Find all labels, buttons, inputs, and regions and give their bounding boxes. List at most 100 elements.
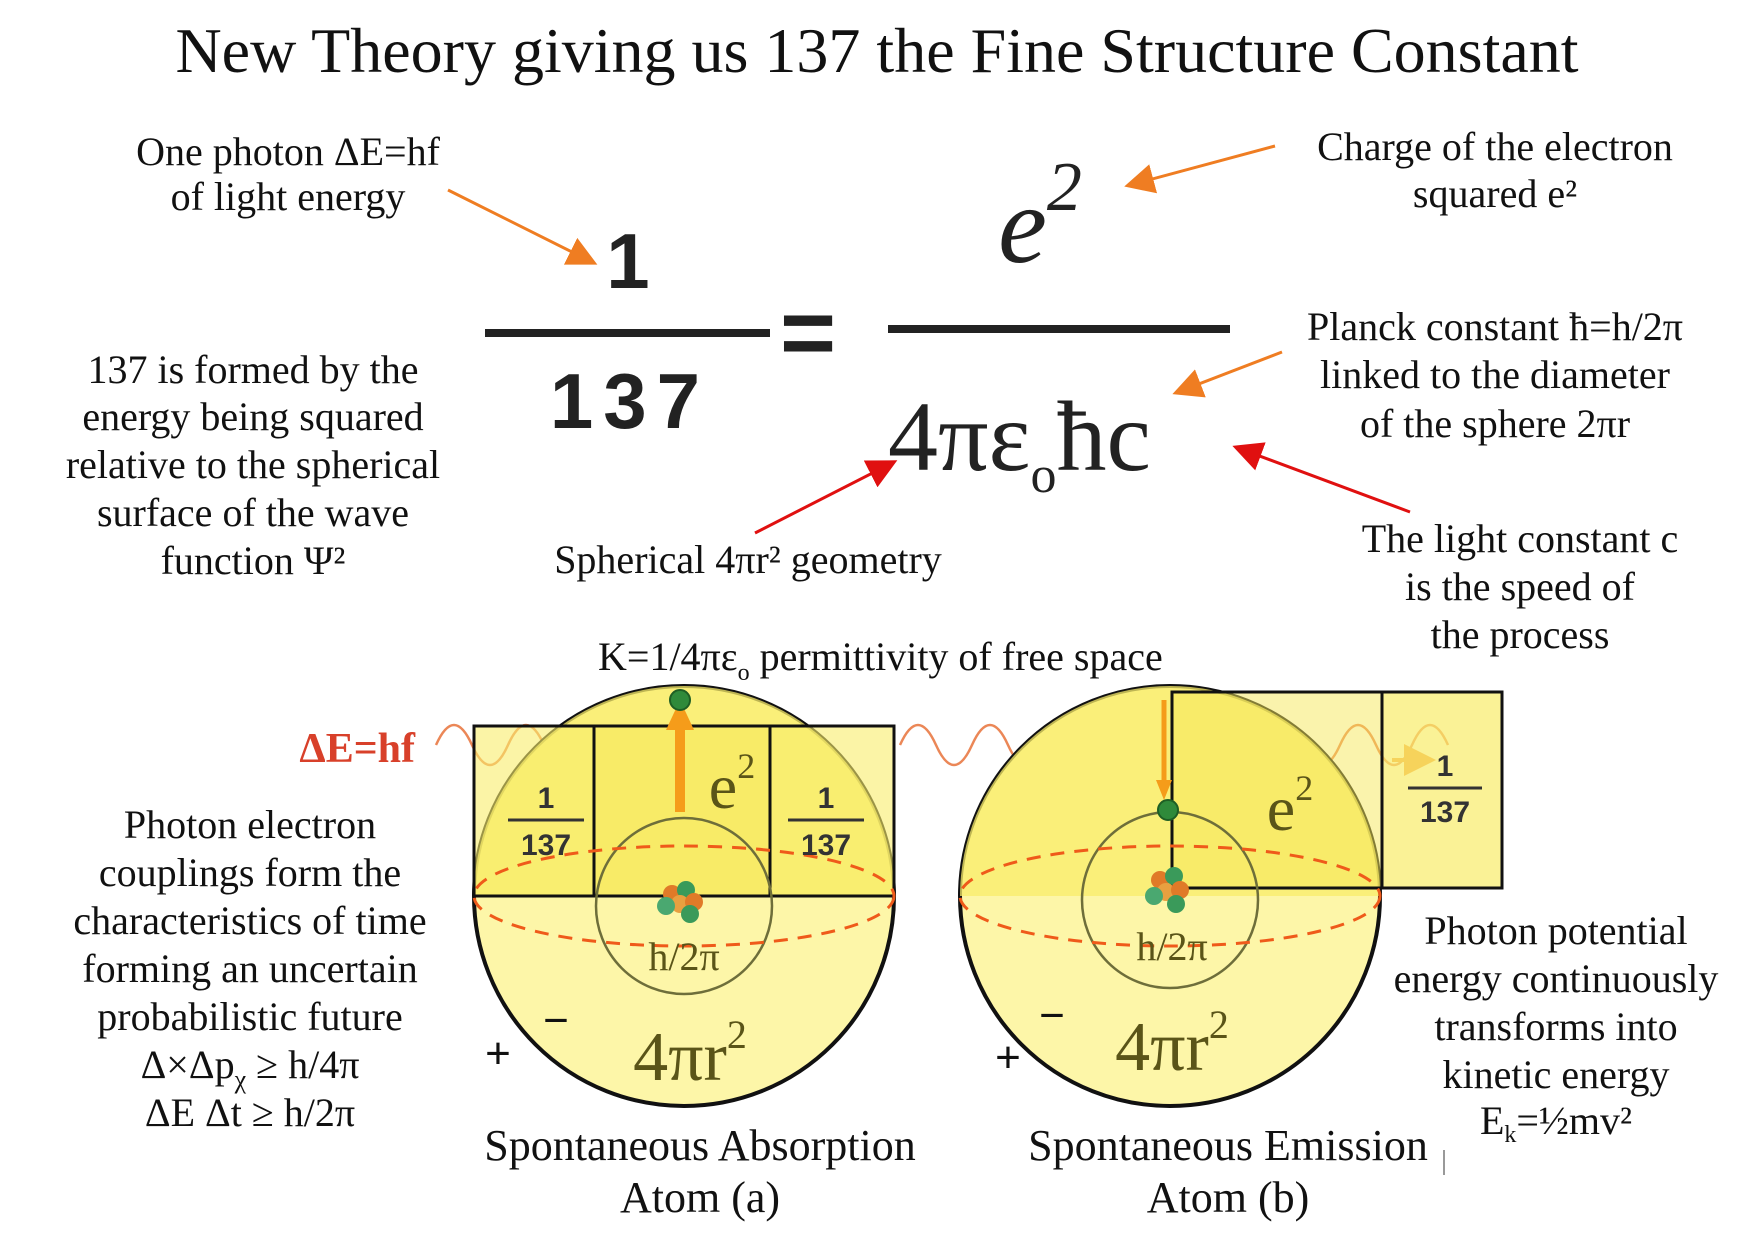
potential-line4: kinetic energy bbox=[1443, 1052, 1670, 1097]
atom-a-caption-line1: Spontaneous Absorption bbox=[484, 1121, 915, 1170]
atom-a-frac-num: 1 bbox=[538, 782, 555, 815]
uncertainty-position-sub: χ bbox=[234, 1065, 247, 1094]
planck-line1: Planck constant ħ=h/2π bbox=[1307, 304, 1683, 349]
permittivity-rest: permittivity of free space bbox=[750, 634, 1163, 679]
uncertainty-position: Δ×Δpχ ≥ h/4π bbox=[141, 1042, 360, 1094]
atom-a-plus: + bbox=[485, 1029, 511, 1078]
arrow-spherical-to-4pi bbox=[754, 460, 898, 535]
atom-a-electron-arrowhead bbox=[666, 700, 694, 730]
atom-b-box-137 bbox=[1380, 690, 1504, 890]
light-constant-line1: The light constant c bbox=[1362, 516, 1679, 561]
atom-a-caption-line2: Atom (a) bbox=[620, 1173, 780, 1222]
atom-a-h2pi: h/2π bbox=[648, 934, 719, 979]
uncertainty-position-main: Δ×Δp bbox=[141, 1042, 235, 1087]
charge-exponent: 2 bbox=[1047, 149, 1082, 226]
atom-b-equator bbox=[958, 844, 1382, 948]
delta-e-hf-label: ΔE=hf bbox=[299, 726, 416, 772]
spherical-geometry-label: Spherical 4πr² geometry bbox=[554, 537, 942, 582]
denominator-subscript: o bbox=[1030, 447, 1056, 504]
atom-a-minus: − bbox=[543, 996, 569, 1045]
photon-energy-line2: of light energy bbox=[171, 174, 406, 219]
kinetic-main: E bbox=[1480, 1098, 1504, 1143]
lhs-numerator: 1 bbox=[606, 217, 649, 305]
formed-137-line5: function Ψ² bbox=[161, 538, 346, 583]
page-title: New Theory giving us 137 the Fine Struct… bbox=[175, 15, 1578, 86]
formed-137-line4: surface of the wave bbox=[97, 490, 409, 535]
lhs-denominator: 137 bbox=[550, 357, 710, 445]
atom-b-e2-exp: 2 bbox=[1295, 768, 1313, 808]
atom-b-box-e2 bbox=[1170, 690, 1384, 890]
kinetic-energy-formula: Ek=½mv² bbox=[1480, 1098, 1632, 1148]
permittivity-main: K=1/4πε bbox=[598, 634, 738, 679]
couplings-line1: Photon electron bbox=[124, 802, 376, 847]
arrow-charge-to-e2 bbox=[1124, 144, 1276, 194]
atom-b-caption-line2: Atom (b) bbox=[1147, 1173, 1310, 1222]
couplings-line2: couplings form the bbox=[99, 850, 401, 895]
atom-a-frac-den: 137 bbox=[521, 829, 571, 862]
uncertainty-energy: ΔE Δt ≥ h/2π bbox=[145, 1090, 355, 1135]
permittivity-label: K=1/4πεo permittivity of free space bbox=[598, 634, 1163, 686]
couplings-line3: characteristics of time bbox=[73, 898, 426, 943]
uncertainty-position-rest: ≥ h/4π bbox=[246, 1042, 359, 1087]
light-constant-line3: the process bbox=[1431, 612, 1610, 657]
couplings-line5: probabilistic future bbox=[97, 994, 402, 1039]
atom-a-electron bbox=[669, 689, 691, 711]
formed-137-line2: energy being squared bbox=[82, 394, 423, 439]
atom-b-e2: e2 bbox=[1267, 768, 1313, 844]
kinetic-rest: =½mv² bbox=[1516, 1098, 1632, 1143]
atom-a-box-left bbox=[472, 724, 596, 898]
atom-b-minus: − bbox=[1039, 991, 1065, 1040]
potential-line1: Photon potential bbox=[1424, 908, 1687, 953]
atom-b-area: 4πr2 bbox=[1115, 1002, 1229, 1086]
fine-structure-equation: 1 137 = e2 4πεoħc bbox=[485, 149, 1230, 504]
atom-b-area-base: 4πr bbox=[1115, 1009, 1209, 1086]
atom-a-area-base: 4πr bbox=[633, 1019, 727, 1096]
atom-a-e2-exp: 2 bbox=[737, 746, 755, 786]
atom-a-inner-orbit bbox=[594, 816, 774, 996]
permittivity-subscript: o bbox=[738, 660, 750, 686]
atom-a-nucleus bbox=[657, 881, 703, 923]
rhs-denominator: 4πεoħc bbox=[888, 381, 1151, 504]
couplings-line4: forming an uncertain bbox=[82, 946, 417, 991]
potential-line3: transforms into bbox=[1434, 1004, 1677, 1049]
arrow-photon-to-one bbox=[447, 188, 598, 265]
atom-a-equator bbox=[472, 844, 896, 948]
electron-charge-symbol: e bbox=[998, 164, 1047, 286]
atom-a-e2-base: e bbox=[709, 751, 737, 822]
atom-a-box-right bbox=[768, 724, 896, 898]
atom-b-electron bbox=[1157, 799, 1179, 821]
atom-b-e2-base: e bbox=[1267, 773, 1295, 844]
formed-137-line3: relative to the spherical bbox=[66, 442, 440, 487]
atom-b-area-exp: 2 bbox=[1209, 1002, 1229, 1047]
potential-line2: energy continuously bbox=[1394, 956, 1719, 1001]
denominator-4pi-epsilon: 4πε bbox=[888, 381, 1030, 492]
formed-137-line1: 137 is formed by the bbox=[87, 347, 418, 392]
arrow-light-to-c bbox=[1232, 442, 1411, 514]
charge-line1: Charge of the electron bbox=[1317, 124, 1673, 169]
light-constant-line2: is the speed of bbox=[1405, 564, 1636, 609]
denominator-hbar-c: ħc bbox=[1056, 381, 1150, 492]
atom-b-frac-den: 137 bbox=[1420, 796, 1470, 829]
planck-line2: linked to the diameter bbox=[1320, 352, 1670, 397]
atom-b-nucleus bbox=[1145, 867, 1189, 913]
atom-a-frac-den-right: 137 bbox=[801, 829, 851, 862]
atom-b: e2 1 137 h/2π 4πr2 + − Spontaneous Emiss… bbox=[958, 684, 1504, 1222]
atom-a-area: 4πr2 bbox=[633, 1012, 747, 1096]
atom-a-e2: e2 bbox=[709, 746, 755, 822]
atom-b-h2pi: h/2π bbox=[1136, 924, 1207, 969]
arrow-planck-to-hbar bbox=[1172, 350, 1283, 398]
atom-b-plus: + bbox=[995, 1033, 1021, 1082]
atom-b-caption-line1: Spontaneous Emission bbox=[1028, 1121, 1428, 1170]
charge-line2: squared e² bbox=[1413, 171, 1577, 216]
planck-line3: of the sphere 2πr bbox=[1360, 401, 1630, 446]
equals-sign: = bbox=[780, 279, 836, 386]
atom-b-electron-arrowhead bbox=[1156, 780, 1172, 800]
rhs-numerator: e2 bbox=[998, 149, 1082, 286]
atom-a-area-exp: 2 bbox=[727, 1012, 747, 1057]
atom-a: 1 137 1 137 e2 h/2π 4πr2 + − Spontaneous… bbox=[472, 684, 916, 1222]
atom-b-frac-num: 1 bbox=[1437, 750, 1454, 783]
kinetic-sub: k bbox=[1504, 1122, 1516, 1148]
atom-a-frac-num-right: 1 bbox=[818, 782, 835, 815]
photon-energy-line1: One photon ΔE=hf bbox=[136, 129, 440, 174]
